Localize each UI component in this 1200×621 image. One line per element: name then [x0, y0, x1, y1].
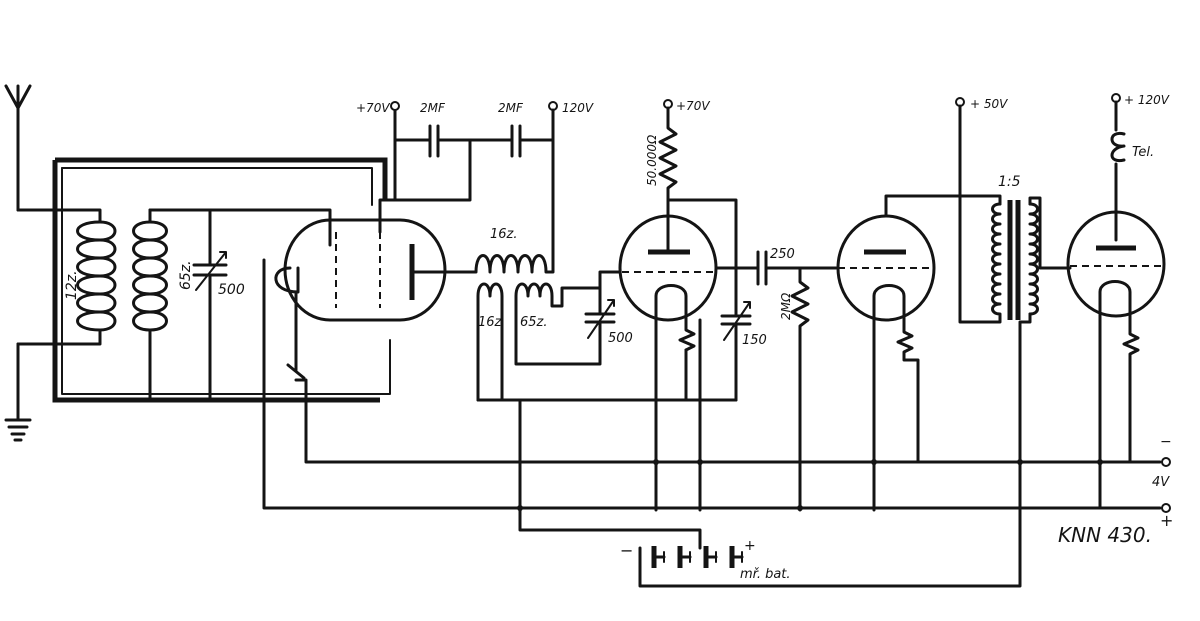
- coupling-capacitor-250: [714, 250, 838, 286]
- supply-120v-b: + 120V: [1124, 93, 1170, 107]
- plate-bypass-capacitor-150: [666, 198, 752, 402]
- tube-1-double-grid: [274, 108, 472, 322]
- transformer-ratio-label: 1:5: [998, 174, 1021, 190]
- model-label: KNN 430.: [1058, 523, 1152, 547]
- coil-65z-label: 65z.: [178, 260, 194, 290]
- tube-2-detector: [618, 214, 718, 352]
- supply-50v: + 50V: [970, 97, 1008, 111]
- phones-label: Tel.: [1132, 145, 1154, 160]
- coupling-coils-lower: [476, 282, 602, 402]
- reaction-coil-16z: [468, 248, 555, 274]
- plate-resistor-50000: [658, 106, 678, 254]
- filament-terminal-minus: [1161, 457, 1171, 467]
- ground-symbol: [4, 342, 32, 442]
- battery-return-wire: [638, 506, 1022, 588]
- filament-terminal-plus: [1161, 503, 1171, 513]
- battery-plus-label: +: [744, 538, 756, 554]
- grid-leak-resistor-2m: [790, 266, 810, 512]
- coupling-capacitors-2mf: [393, 124, 555, 202]
- coil-65z-label-2: 65z.: [520, 315, 548, 330]
- coil-16z-label-1: 16z.: [490, 227, 518, 242]
- bus-junctions: [517, 459, 1103, 511]
- battery-minus-label: −: [620, 541, 633, 560]
- antenna-coil: [16, 208, 117, 346]
- cap-500-label-1: 500: [218, 282, 245, 298]
- battery-tap-wire: [518, 398, 702, 550]
- supply-70v-a: +70V: [356, 101, 390, 115]
- resistor-2m-label: 2MΩ: [779, 292, 793, 320]
- filament-plus-label: +: [1160, 511, 1173, 530]
- cap-2mf-label-2: 2MF: [498, 101, 524, 115]
- supply-120v-a: 120V: [562, 101, 594, 115]
- grid-coil: [132, 208, 332, 400]
- tuning-capacitor-2: [584, 270, 622, 342]
- cap-2mf-label-1: 2MF: [420, 101, 446, 115]
- terminal-70v-a: [390, 101, 400, 111]
- filament-voltage-label: 4V: [1152, 475, 1170, 490]
- cap-250-label: 250: [770, 247, 795, 262]
- tube-1-filament-wiring: [262, 258, 1162, 510]
- af-transformer: [958, 104, 1072, 512]
- cap-500-label-2: 500: [608, 331, 633, 346]
- tuning-capacitor-1: [192, 208, 228, 400]
- antenna-symbol: [4, 84, 32, 212]
- headphones-symbol: [1110, 100, 1126, 242]
- coil-12z-label: 12z.: [64, 270, 80, 300]
- resistor-50000-label: 50.000Ω: [645, 134, 659, 186]
- chassis-bus-lines: [52, 157, 391, 403]
- supply-70v-b: +70V: [676, 99, 710, 113]
- tube-3-amplifier: [836, 194, 962, 512]
- filament-minus-label: −: [1160, 434, 1172, 450]
- coil-16z-label-2: 16z: [478, 315, 503, 330]
- cap-150-label: 150: [742, 333, 767, 348]
- tube-4-output: [1066, 210, 1166, 510]
- grid-bias-battery: [638, 546, 744, 568]
- battery-name-label: mř. bat.: [740, 567, 791, 582]
